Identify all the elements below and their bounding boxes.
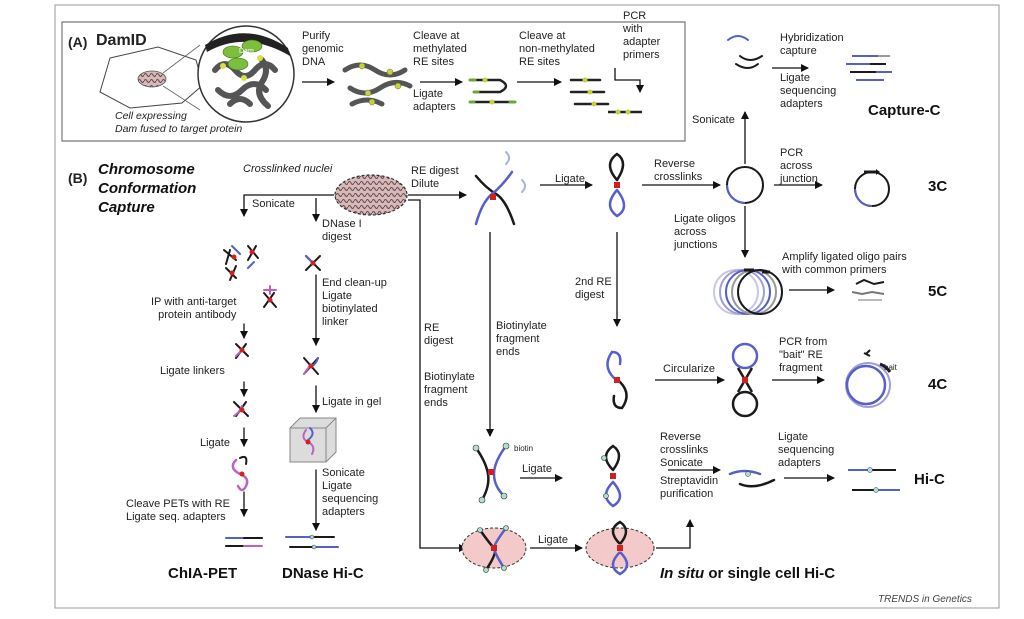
method-capture-c: Capture-C <box>868 102 941 119</box>
chia-step-sonicate: Sonicate <box>252 198 295 210</box>
chia-step-ip: IP with anti-target protein antibody <box>151 296 237 321</box>
chia-step-ligate-linkers: Ligate linkers <box>160 365 225 377</box>
hic-step-ligate-seq: Ligate sequencing adapters <box>778 431 835 469</box>
4c-circularized <box>731 342 759 418</box>
method-5c: 5C <box>928 283 948 300</box>
chia-step-ligate: Ligate <box>200 437 230 449</box>
step-ligate-oligos: Ligate oligos across junctions <box>674 213 736 251</box>
step-pcr-junction: PCR across junction <box>780 147 818 185</box>
5c-circles <box>713 268 783 315</box>
damid-step-purify: Purify genomic DNA <box>302 30 344 68</box>
hic-step-biotinylate-a: Biotinylate fragment ends <box>496 320 547 358</box>
crosslinked-label: Crosslinked nuclei <box>243 163 333 175</box>
hic-step-streptavidin: Streptavidin purification <box>660 475 719 500</box>
dnase-hic-pathway <box>285 255 339 550</box>
hic-step-reverse: Reverse crosslinks Sonicate <box>660 431 709 469</box>
dam-tag: Dam <box>239 48 254 55</box>
dnase-step-endcleanup: End clean-up Ligate biotinylated linker <box>322 277 387 328</box>
digested-chromatin <box>474 151 526 226</box>
hic-sonicated <box>728 469 776 488</box>
insitu-italic: In situ <box>660 565 705 582</box>
hic-products <box>848 467 900 493</box>
hic-step-ligate: Ligate <box>522 463 552 475</box>
biotinylated-fragments <box>472 442 510 504</box>
cell-icon <box>99 44 204 111</box>
step-re-digest: RE digest Dilute <box>411 165 459 190</box>
step-2nd-re-digest: 2nd RE digest <box>575 276 612 301</box>
method-chia-pet: ChIA-PET <box>168 565 238 582</box>
biotin-tag: biotin <box>514 444 534 453</box>
sonicated-fragments <box>727 35 763 69</box>
insitu-nucleus-2 <box>585 520 655 576</box>
damid-step-cleave-methylated: Cleave at methylated RE sites <box>413 30 467 68</box>
panel-b-title: Chromosome Conformation Capture <box>98 161 197 216</box>
step-circularize: Circularize <box>663 363 715 375</box>
outer-frame <box>54 4 1000 609</box>
step-sonicate: Sonicate <box>692 114 735 126</box>
dnase-step-sonicate: Sonicate Ligate sequencing adapters <box>322 467 379 518</box>
cell-caption: Cell expressing Dam fused to target prot… <box>115 110 243 135</box>
insitu-step-ligate: Ligate <box>538 534 568 546</box>
hic-step-re-digest: RE digest <box>424 322 454 347</box>
method-insitu-hic: In situ or single cell Hi-C <box>660 565 835 582</box>
panel-a-label: (A) <box>68 34 88 50</box>
capture-c-products <box>846 55 892 81</box>
3c-circle <box>726 166 764 204</box>
purified-dna <box>342 62 413 107</box>
crosslinked-nucleus <box>334 174 408 216</box>
panel-b-label: (B) <box>68 170 88 186</box>
5c-products <box>851 278 885 301</box>
chia-step-cleave: Cleave PETs with RE Ligate seq. adapters <box>126 498 230 523</box>
insitu-rest: or single cell Hi-C <box>704 565 836 582</box>
cleaved-fragments <box>569 77 610 107</box>
damid-step-cleave-nonmethylated: Cleave at non-methylated RE sites <box>519 30 595 68</box>
pcr-product <box>608 109 642 115</box>
damid-title: DamID <box>96 32 147 49</box>
step-ligate-3c: Ligate <box>555 173 585 185</box>
damid-step-pcr: PCR with adapter primers <box>623 10 661 61</box>
method-3c: 3C <box>928 178 948 195</box>
step-hybridization: Hybridization capture <box>780 32 844 57</box>
hic-ligated <box>601 444 622 508</box>
3c-product <box>854 169 890 207</box>
chia-pet-pathway <box>223 245 277 547</box>
damid-step-ligate-adapters: Ligate adapters <box>413 88 456 113</box>
hic-step-biotinylate-b: Biotinylate fragment ends <box>424 371 475 409</box>
dnase-step-digest: DNase I digest <box>322 218 362 243</box>
4c-product <box>845 349 892 408</box>
ligated-loop <box>608 152 626 218</box>
step-reverse-crosslinks: Reverse crosslinks <box>654 158 703 183</box>
dam-zoom-circle <box>197 25 295 123</box>
method-hic: Hi-C <box>914 471 945 488</box>
step-ligate-seq-adapters: Ligate sequencing adapters <box>780 72 837 110</box>
methylated-fragments <box>468 77 517 105</box>
dnase-step-ligate-gel: Ligate in gel <box>322 396 382 408</box>
4c-digested <box>606 350 628 410</box>
step-pcr-bait: PCR from "bait" RE fragment <box>779 336 828 374</box>
gel-cube <box>289 417 337 463</box>
step-amplify: Amplify ligated oligo pairs with common … <box>782 251 907 276</box>
insitu-nucleus-1 <box>461 525 527 573</box>
method-dnase-hic: DNase Hi-C <box>282 565 364 582</box>
method-4c: 4C <box>928 376 948 393</box>
source-credit: TRENDS in Genetics <box>878 594 972 605</box>
bait-tag: bait <box>884 363 897 372</box>
damid-panel-border <box>61 21 686 142</box>
